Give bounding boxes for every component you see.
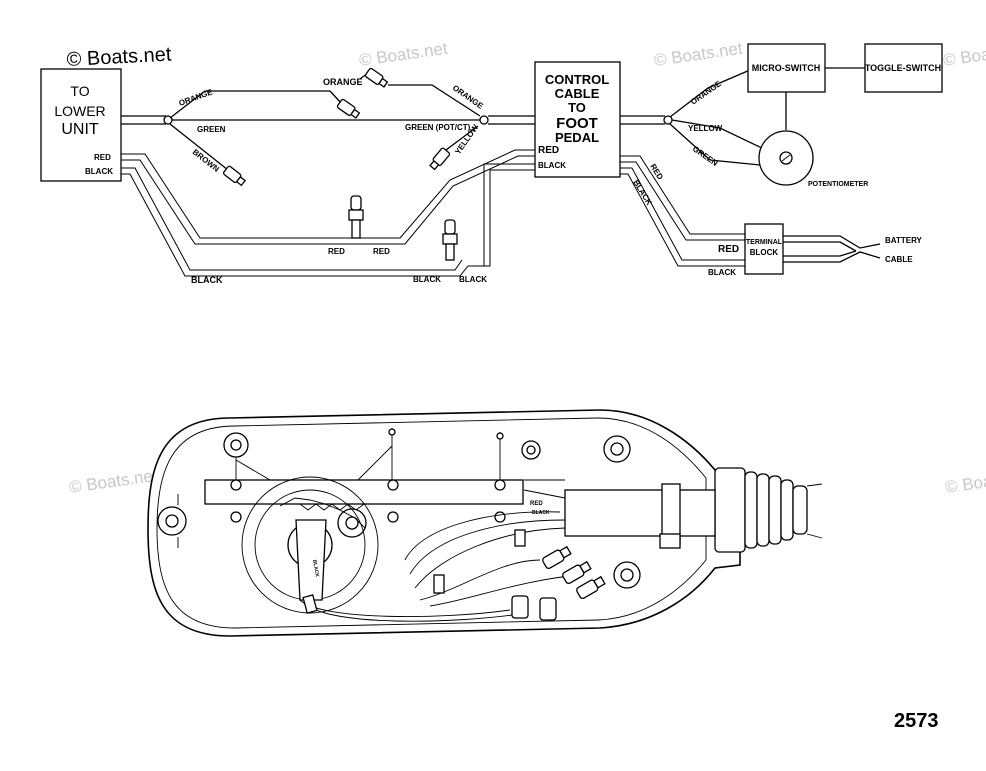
left-wire-bundle [121, 90, 480, 171]
control-black-label: BLACK [538, 161, 566, 170]
orange-top-label: ORANGE [323, 77, 363, 87]
lower-unit-line3: UNIT [61, 121, 99, 138]
red-pedal-label: RED [648, 162, 665, 181]
black-bottom-mid-label: BLACK [413, 275, 441, 284]
red-inline-connector [348, 195, 364, 239]
red-bottom-right-label: RED [373, 247, 390, 256]
green-potct-label: GREEN (POT/CT) [405, 123, 471, 132]
control-cable-line1: CONTROL [545, 72, 609, 87]
yellow-pedal-label: YELLOW [688, 124, 723, 133]
black-bottom-right-label: BLACK [459, 275, 487, 284]
toggle-switch-label: TOGGLE-SWITCH [865, 63, 941, 73]
watermark: © Boats.net [68, 466, 159, 497]
schematic: TO LOWER UNIT RED BLACK [40, 43, 943, 285]
brown-connector [222, 165, 247, 187]
green-pedal-label: GREEN [691, 144, 720, 168]
watermark: © Boats.net [944, 466, 986, 497]
control-cable-line2: CABLE [555, 86, 600, 101]
lower-unit-box: TO LOWER UNIT RED BLACK [40, 68, 122, 182]
screws [230, 479, 506, 523]
terminal-block-line1: TERMINAL [746, 239, 783, 246]
orange-connectors [329, 67, 481, 119]
control-cable-line4: FOOT [556, 115, 598, 132]
internal-wire-bundle [299, 511, 581, 622]
control-cable-line5: PEDAL [555, 130, 599, 145]
terminal-block: TERMINAL BLOCK RED BLACK [708, 223, 784, 277]
terminal-red-label: RED [718, 244, 739, 255]
foot-pedal-illustration: RED BLACK [147, 409, 823, 637]
yellow-connector [429, 125, 479, 171]
pedal-connectors [511, 533, 681, 621]
orange-pedal-label: ORANGE [689, 79, 723, 107]
watermark: © Boats.net [942, 39, 986, 70]
battery-label: BATTERY [885, 236, 923, 245]
control-junction [479, 115, 535, 125]
black-bottom-left-label: BLACK [191, 275, 223, 285]
control-cable-line3: TO [568, 100, 586, 115]
watermark: © Boats.net [653, 39, 744, 70]
lower-unit-line2: LOWER [54, 103, 105, 119]
cable-boot [714, 467, 823, 553]
watermark-main: © Boats.net [66, 44, 172, 71]
lower-unit-red-label: RED [94, 153, 111, 162]
part-number: 2573 [894, 710, 939, 732]
control-red-label: RED [538, 145, 559, 156]
battery-cable: BATTERY CABLE [783, 235, 923, 264]
lower-unit-line1: TO [70, 83, 89, 99]
cable-jacket [564, 489, 716, 537]
terminal-black-label: BLACK [708, 268, 736, 277]
red-bottom-left-label: RED [328, 247, 345, 256]
micro-switch-label: MICRO-SWITCH [752, 63, 821, 73]
terminal-block-line2: BLOCK [750, 248, 779, 257]
gear-sector [241, 476, 379, 614]
pedal-wiring [620, 69, 767, 267]
micro-switch-box: MICRO-SWITCH [747, 43, 826, 93]
cable-label: CABLE [885, 255, 913, 264]
potentiometer-label: POTENTIOMETER [808, 181, 868, 188]
black-pedal-label: BLACK [631, 178, 654, 207]
pedal-black-label: BLACK [532, 510, 550, 516]
mounting-bosses [157, 432, 641, 589]
green-wire-label: GREEN [197, 125, 226, 134]
orange-right-label: ORANGE [451, 83, 485, 111]
pedal-red-label: RED [530, 501, 543, 507]
power-wires [121, 149, 535, 277]
watermark: © Boats.net [358, 39, 449, 70]
black-inline-connector [442, 219, 458, 261]
pedal-black-tag: BLACK [311, 559, 320, 578]
control-cable-box: CONTROL CABLE TO FOOT PEDAL RED BLACK [534, 61, 621, 178]
rack-bar [204, 479, 524, 505]
toggle-switch-box: TOGGLE-SWITCH [864, 43, 943, 93]
orange-wire-label: ORANGE [178, 87, 215, 108]
potentiometer: POTENTIOMETER [758, 130, 868, 188]
lower-unit-black-label: BLACK [85, 167, 113, 176]
